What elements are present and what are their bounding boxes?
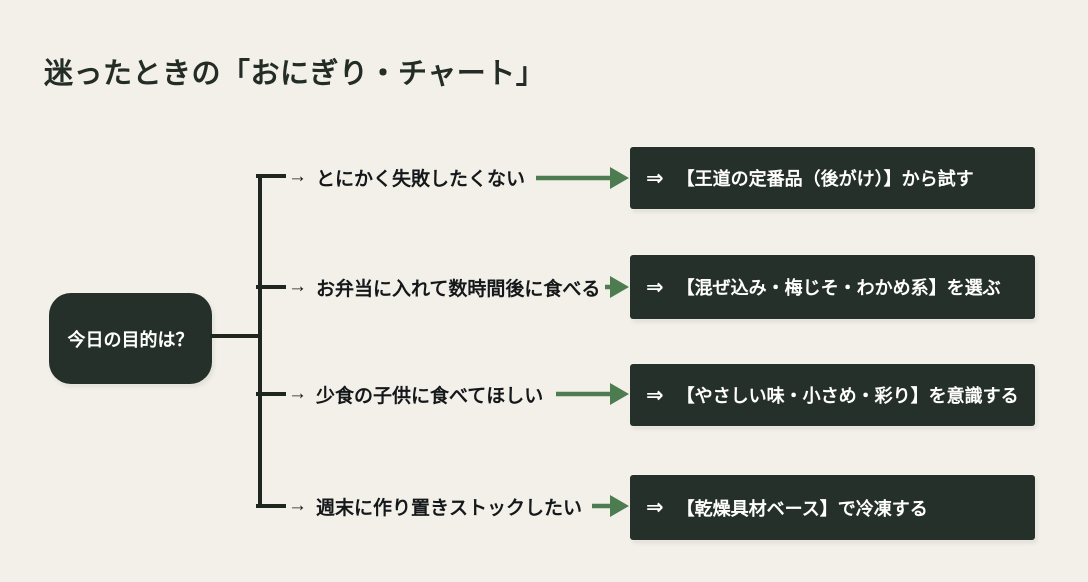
branch-label-text: 週末に作り置きストックしたい [316,497,583,519]
branch-label-text: お弁当に入れて数時間後に食べる [316,278,601,300]
root-question-node: 今日の目的は？ [49,293,212,384]
flow-arrow-2 [605,276,629,298]
branch-condition-4: → 週末に作り置きストックしたい [288,491,582,521]
result-box-1: ⇒ 【王道の定番品（後がけ）】から試す [630,147,1035,209]
result-box-2: ⇒ 【混ぜ込み・梅じそ・わかめ系】を選ぶ [630,255,1035,319]
branch-condition-2: → お弁当に入れて数時間後に食べる [288,272,600,302]
result-arrow-glyph: ⇒ [646,496,664,519]
result-text: 【王道の定番品（後がけ）】から試す [676,169,974,189]
result-text: 【乾燥具材ベース】で冷凍する [676,498,928,519]
flow-arrow-3 [556,383,629,405]
result-text: 【やさしい味・小さめ・彩り】を意識する [676,386,1019,406]
branch-condition-1: → とにかく失敗したくない [288,162,525,192]
page-title: 迷ったときの「おにぎり・チャート」 [44,58,546,90]
branch-label-text: とにかく失敗したくない [316,168,526,190]
flow-arrows [536,167,629,517]
branch-arrow-glyph: → [288,166,307,187]
result-box-4: ⇒ 【乾燥具材ベース】で冷凍する [630,475,1035,540]
result-arrow-glyph: ⇒ [646,166,664,190]
branch-arrow-glyph: → [288,383,307,404]
root-question-label: 今日の目的は？ [67,329,194,350]
tree-lines [210,174,286,508]
flow-arrow-1 [536,167,629,189]
result-arrow-glyph: ⇒ [646,275,664,299]
branch-condition-3: → 少食の子供に食べてほしい [288,379,543,409]
branch-label-text: 少食の子供に食べてほしい [316,385,544,407]
branch-arrow-glyph: → [288,276,307,297]
result-arrow-glyph: ⇒ [646,383,664,407]
branch-arrow-glyph: → [288,495,307,516]
result-box-3: ⇒ 【やさしい味・小さめ・彩り】を意識する [630,364,1035,426]
flow-arrow-4 [592,495,629,517]
result-text: 【混ぜ込み・梅じそ・わかめ系】を選ぶ [676,278,1001,298]
